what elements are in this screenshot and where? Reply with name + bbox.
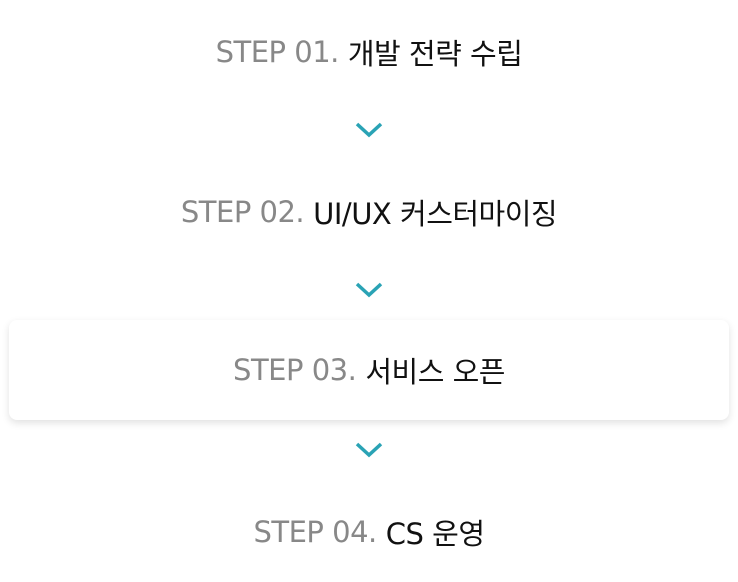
step-title: UI/UX 커스터마이징 <box>313 197 558 231</box>
chevron-down-icon <box>355 442 383 458</box>
step-title: 서비스 오픈 <box>365 355 505 389</box>
step-number: STEP 04. <box>253 515 377 549</box>
step-title: 개발 전략 수립 <box>347 37 523 71</box>
step-number: STEP 03. <box>233 353 357 387</box>
step-title: CS 운영 <box>385 517 485 551</box>
step-item-3-active: STEP 03. 서비스 오픈 <box>9 320 729 420</box>
step-item-1: STEP 01. 개발 전략 수립 <box>9 2 729 102</box>
chevron-down-icon <box>355 122 383 138</box>
step-item-4: STEP 04. CS 운영 <box>9 482 729 582</box>
step-number: STEP 01. <box>215 35 340 69</box>
step-number: STEP 02. <box>180 195 305 229</box>
step-item-2: STEP 02. UI/UX 커스터마이징 <box>9 162 729 262</box>
chevron-down-icon <box>355 282 383 298</box>
